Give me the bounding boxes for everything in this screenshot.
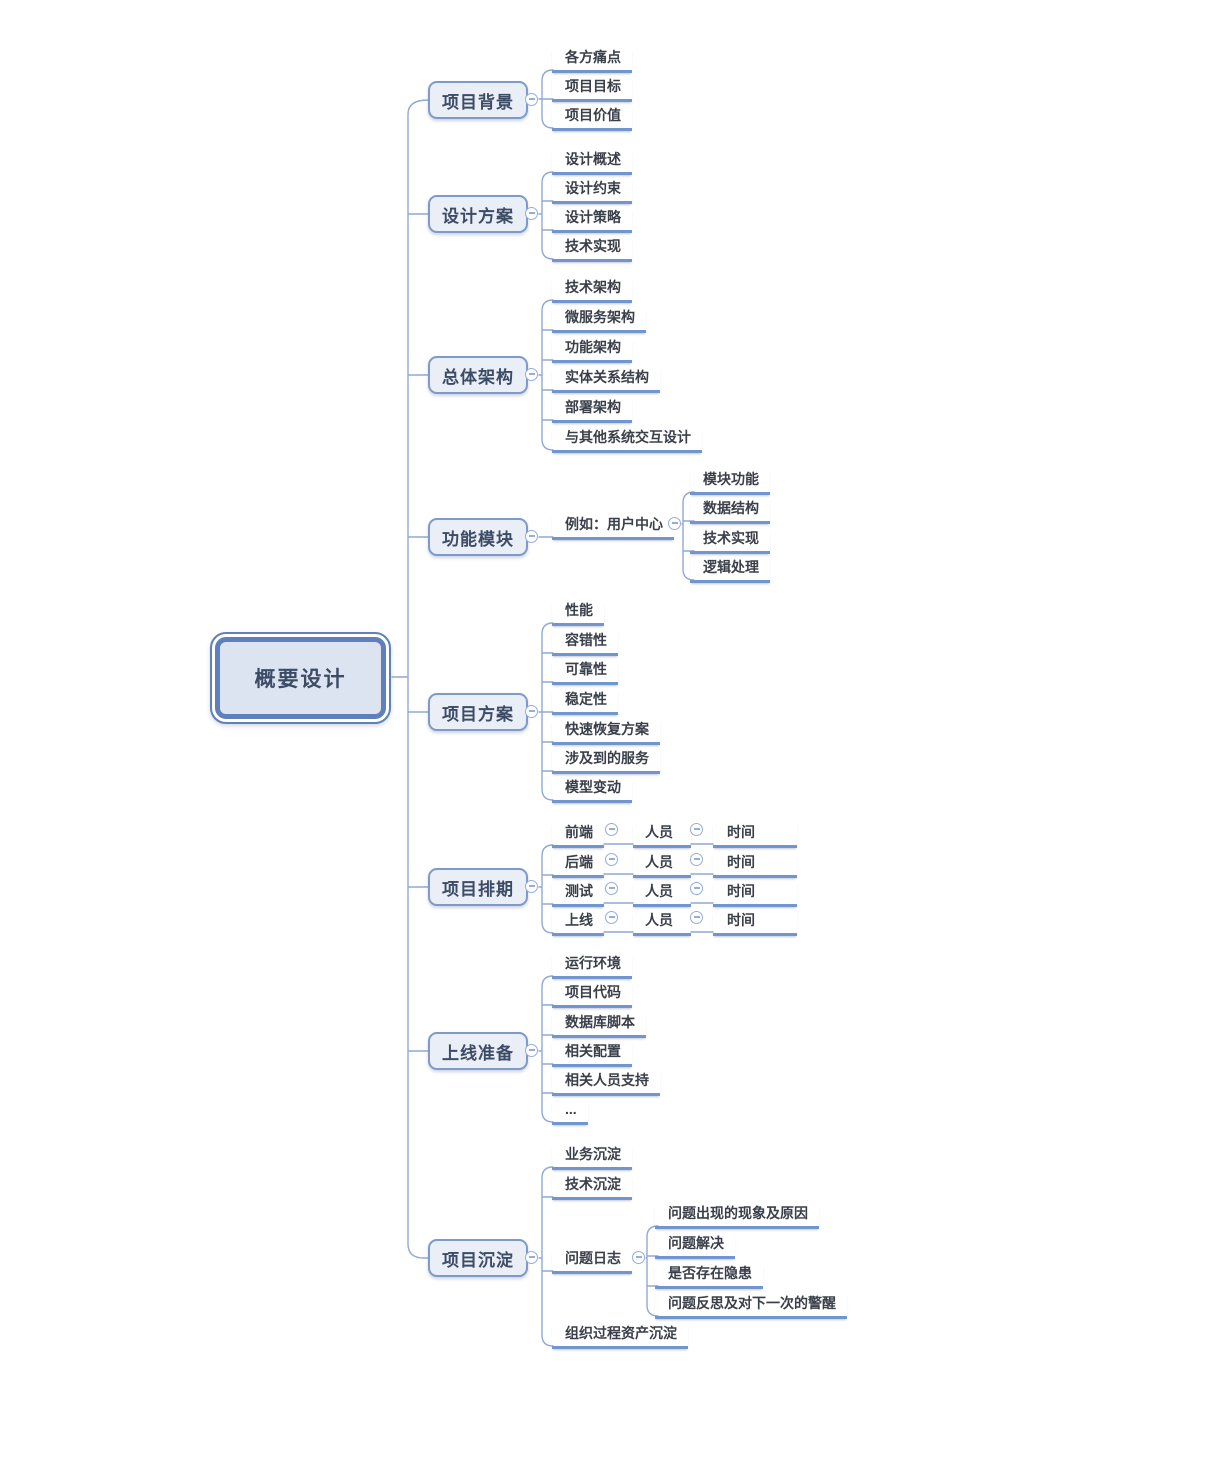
collapse-minus-icon[interactable] (525, 705, 538, 718)
topic-more[interactable]: ... (552, 1100, 588, 1125)
collapse-minus-icon[interactable] (690, 823, 703, 836)
topic-module-functions[interactable]: 模块功能 (690, 470, 770, 495)
topic-functional-architecture[interactable]: 功能架构 (552, 338, 632, 363)
collapse-minus-icon[interactable] (525, 207, 538, 220)
collapse-minus-icon[interactable] (525, 93, 538, 106)
topic-backend[interactable]: 后端 (552, 853, 604, 878)
branch-overall-architecture[interactable]: 总体架构 (428, 356, 528, 394)
topic-issue-reflection[interactable]: 问题反思及对下一次的警醒 (655, 1294, 847, 1319)
topic-example-user-center[interactable]: 例如：用户中心 (552, 515, 674, 540)
topic-db-scripts[interactable]: 数据库脚本 (552, 1013, 646, 1038)
collapse-minus-icon[interactable] (690, 882, 703, 895)
collapse-minus-icon[interactable] (525, 1044, 538, 1057)
topic-project-value[interactable]: 项目价值 (552, 106, 632, 131)
topic-issue-phenomenon-cause[interactable]: 问题出现的现象及原因 (655, 1204, 819, 1229)
topic-logic-processing[interactable]: 逻辑处理 (690, 558, 770, 583)
branch-project-schedule[interactable]: 项目排期 (428, 868, 528, 906)
topic-data-structure[interactable]: 数据结构 (690, 499, 770, 524)
topic-external-system-interaction[interactable]: 与其他系统交互设计 (552, 428, 702, 453)
topic-personnel[interactable]: 人员 (633, 882, 691, 907)
topic-launch[interactable]: 上线 (552, 911, 604, 936)
branch-design-plan[interactable]: 设计方案 (428, 195, 528, 233)
topic-project-code[interactable]: 项目代码 (552, 983, 632, 1008)
branch-launch-preparation[interactable]: 上线准备 (428, 1032, 528, 1070)
topic-related-config[interactable]: 相关配置 (552, 1042, 632, 1067)
topic-personnel[interactable]: 人员 (633, 823, 691, 848)
branch-project-background[interactable]: 项目背景 (428, 81, 528, 119)
topic-model-changes[interactable]: 模型变动 (552, 778, 632, 803)
branch-project-plan[interactable]: 项目方案 (428, 693, 528, 731)
topic-time[interactable]: 时间 (713, 823, 797, 848)
collapse-minus-icon[interactable] (605, 911, 618, 924)
topic-deployment-architecture[interactable]: 部署架构 (552, 398, 632, 423)
topic-frontend[interactable]: 前端 (552, 823, 604, 848)
topic-stability[interactable]: 稳定性 (552, 690, 618, 715)
collapse-minus-icon[interactable] (525, 368, 538, 381)
topic-design-overview[interactable]: 设计概述 (552, 150, 632, 175)
collapse-minus-icon[interactable] (525, 530, 538, 543)
topic-tech-implementation[interactable]: 技术实现 (690, 529, 770, 554)
topic-design-constraints[interactable]: 设计约束 (552, 179, 632, 204)
collapse-minus-icon[interactable] (605, 823, 618, 836)
topic-time[interactable]: 时间 (713, 853, 797, 878)
topic-performance[interactable]: 性能 (552, 601, 604, 626)
topic-tech-accumulation[interactable]: 技术沉淀 (552, 1175, 632, 1200)
topic-project-goals[interactable]: 项目目标 (552, 77, 632, 102)
topic-tech-implementation[interactable]: 技术实现 (552, 237, 632, 262)
collapse-minus-icon[interactable] (668, 517, 681, 530)
topic-hidden-risks[interactable]: 是否存在隐患 (655, 1264, 763, 1289)
topic-issue-resolution[interactable]: 问题解决 (655, 1234, 735, 1259)
collapse-minus-icon[interactable] (690, 853, 703, 866)
topic-testing[interactable]: 测试 (552, 882, 604, 907)
collapse-minus-icon[interactable] (605, 853, 618, 866)
topic-pain-points[interactable]: 各方痛点 (552, 48, 632, 73)
topic-personnel-support[interactable]: 相关人员支持 (552, 1071, 660, 1096)
topic-time[interactable]: 时间 (713, 882, 797, 907)
root-topic[interactable]: 概要设计 (210, 632, 391, 724)
topic-fault-tolerance[interactable]: 容错性 (552, 631, 618, 656)
collapse-minus-icon[interactable] (525, 880, 538, 893)
topic-involved-services[interactable]: 涉及到的服务 (552, 749, 660, 774)
topic-quick-recovery[interactable]: 快速恢复方案 (552, 720, 660, 745)
collapse-minus-icon[interactable] (690, 911, 703, 924)
topic-time[interactable]: 时间 (713, 911, 797, 936)
topic-issue-log[interactable]: 问题日志 (552, 1249, 632, 1274)
branch-function-modules[interactable]: 功能模块 (428, 518, 528, 556)
topic-microservice-architecture[interactable]: 微服务架构 (552, 308, 646, 333)
topic-org-process-assets[interactable]: 组织过程资产沉淀 (552, 1324, 688, 1349)
topic-business-accumulation[interactable]: 业务沉淀 (552, 1145, 632, 1170)
topic-entity-relation-structure[interactable]: 实体关系结构 (552, 368, 660, 393)
root-topic-label: 概要设计 (215, 637, 386, 719)
topic-tech-architecture[interactable]: 技术架构 (552, 278, 632, 303)
topic-runtime-env[interactable]: 运行环境 (552, 954, 632, 979)
topic-personnel[interactable]: 人员 (633, 911, 691, 936)
collapse-minus-icon[interactable] (632, 1251, 645, 1264)
collapse-minus-icon[interactable] (525, 1251, 538, 1264)
topic-personnel[interactable]: 人员 (633, 853, 691, 878)
topic-design-strategy[interactable]: 设计策略 (552, 208, 632, 233)
topic-reliability[interactable]: 可靠性 (552, 660, 618, 685)
collapse-minus-icon[interactable] (605, 882, 618, 895)
branch-project-accumulation[interactable]: 项目沉淀 (428, 1239, 528, 1277)
